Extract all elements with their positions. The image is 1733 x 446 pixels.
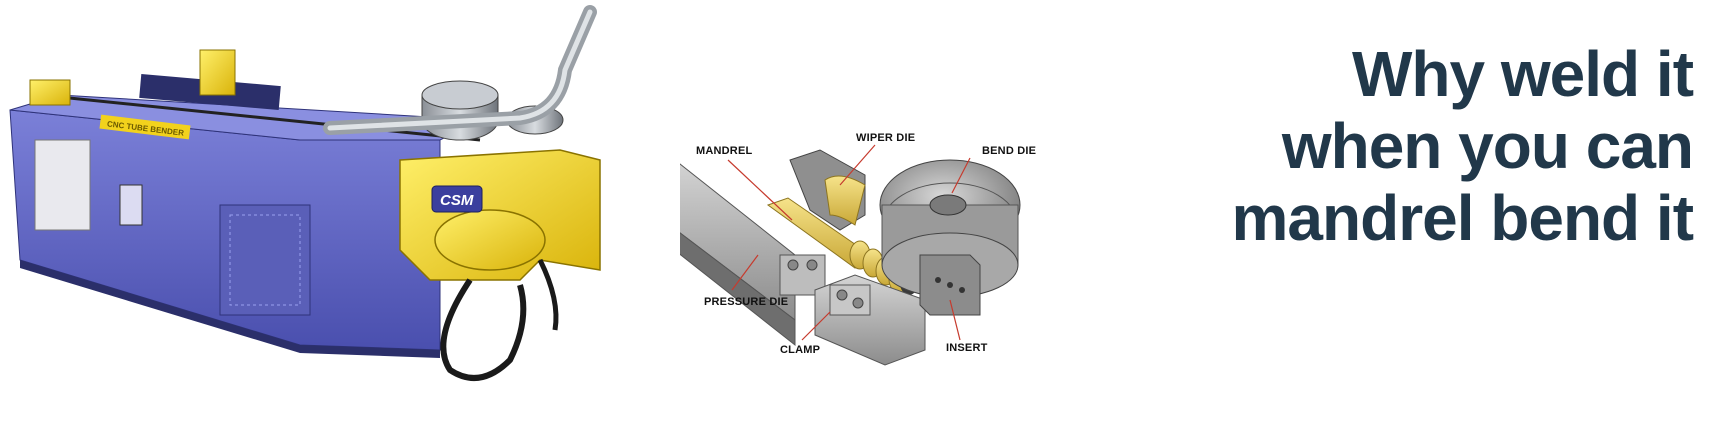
label-pressure-die: PRESSURE DIE <box>704 296 789 308</box>
label-insert: INSERT <box>946 342 988 354</box>
label-mandrel: MANDREL <box>696 145 753 157</box>
machine-illustration: CNC TUBE BENDER CSM <box>9 5 601 381</box>
csm-logo: CSM <box>440 192 474 209</box>
label-wiper-die: WIPER DIE <box>856 132 916 144</box>
headline-line-2: when you can <box>1281 110 1694 182</box>
label-clamp: CLAMP <box>780 344 821 356</box>
tube-bending-machine-image: CNC TUBE BENDER CSM <box>0 0 680 441</box>
headline-line-3: mandrel bend it <box>1231 182 1695 254</box>
mandrel-tooling-diagram: MANDREL WIPER DIE BEND DIE PRESSURE DIE … <box>680 0 1180 441</box>
label-bend-die: BEND DIE <box>982 145 1037 157</box>
headline-line-1: Why weld it <box>1352 38 1694 110</box>
tooling-illustration <box>680 144 1021 366</box>
headline: Why weld it when you can mandrel bend it <box>1173 38 1695 254</box>
